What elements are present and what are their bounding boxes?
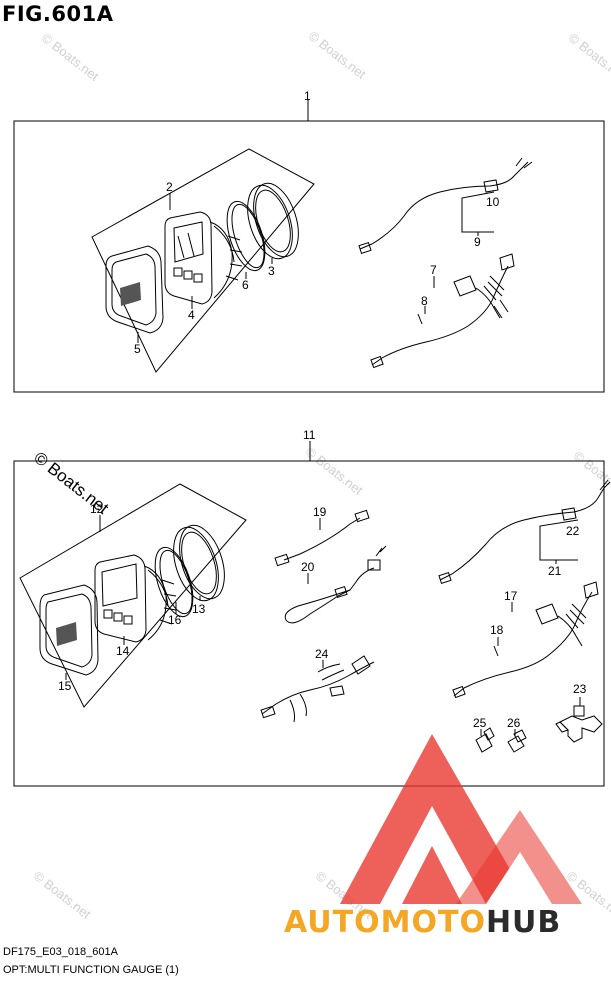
callout-8: 8 [421,294,428,308]
callout-9: 9 [474,235,481,249]
footer-caption: OPT:MULTI FUNCTION GAUGE (1) [3,964,179,976]
gauge-bezel-5 [105,245,164,334]
callout-11: 11 [303,428,316,442]
terminator-26 [507,729,527,753]
harness-7 [370,253,515,369]
t-connector-23 [555,705,603,743]
callout-16: 16 [168,613,182,627]
gauge-bezel-15 [39,584,99,676]
callout-22: 22 [566,524,580,538]
callout-24: 24 [315,647,329,661]
callout-5: 5 [134,342,141,356]
harness-21 [438,479,611,584]
gauge-group-frame-2 [19,483,247,708]
seal-ring-16 [154,546,194,618]
harness-17 [452,581,599,699]
callout-6: 6 [242,278,249,292]
callout-12: 12 [90,502,104,516]
callout-10: 10 [486,195,500,209]
brand-word-auto: AUTO [284,905,381,940]
callout-18: 18 [490,623,504,637]
brand-word-moto: MOTO [380,905,486,940]
cable-19 [274,509,370,567]
terminator-25 [475,727,495,753]
gauge-group-frame-1 [91,148,315,373]
callout-17: 17 [504,589,518,603]
figure-title: FIG.601A [2,2,114,26]
callout-23: 23 [573,682,587,696]
callout-2: 2 [166,180,173,194]
callout-4: 4 [188,308,195,322]
callout-14: 14 [116,644,130,658]
callout-25: 25 [473,716,487,730]
cable-20 [284,545,387,624]
seal-ring-6 [226,200,266,272]
kit-frame-1 [13,120,605,393]
callout-21: 21 [548,564,562,578]
callout-15: 15 [58,679,72,693]
harness-24 [260,655,375,723]
bracket-21 [539,519,579,561]
callout-19: 19 [313,505,327,519]
callout-20: 20 [301,560,315,574]
brand-word-hub: HUB [485,905,562,940]
lock-nut-3 [247,182,299,260]
lock-nut-13 [173,524,225,602]
kit-frame-2 [13,460,605,787]
harness-9 [358,157,533,254]
brand-wordmark: AUTOMOTOHUB [284,905,561,940]
gauge-body-4 [164,211,243,305]
gauge-body-14 [94,554,177,643]
callout-7: 7 [430,263,437,277]
footer-code: DF175_E03_018_601A [3,946,118,958]
callout-13: 13 [192,602,206,616]
screw-18 [493,645,499,657]
screw-8 [417,313,423,325]
callout-3: 3 [268,264,275,278]
brand-logo-mark [340,734,582,904]
callout-1: 1 [304,89,311,103]
callout-26: 26 [507,716,521,730]
